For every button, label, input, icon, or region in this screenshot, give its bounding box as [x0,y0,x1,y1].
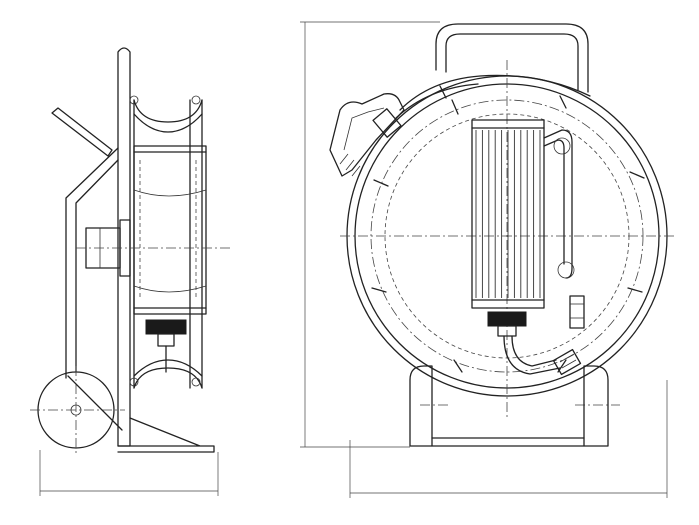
side-view [30,47,230,496]
front-base-frame [409,365,433,447]
side-gland [145,319,187,335]
front-plug-connector [329,93,405,177]
front-handle-frame [435,23,589,93]
side-base-plate [117,417,215,453]
front-lower-coupling [552,348,582,376]
side-drum-flange-top [133,99,203,123]
front-gland [487,311,527,327]
front-drum-fins [475,130,541,298]
side-drum-body [133,145,207,315]
side-handle [51,107,113,157]
side-frame-leg [65,147,119,379]
front-view [300,21,675,498]
front-cable-loop [543,129,573,279]
side-drum-flange-bottom [133,367,203,389]
front-rim-clips [371,85,645,373]
front-drum-core [471,119,545,309]
